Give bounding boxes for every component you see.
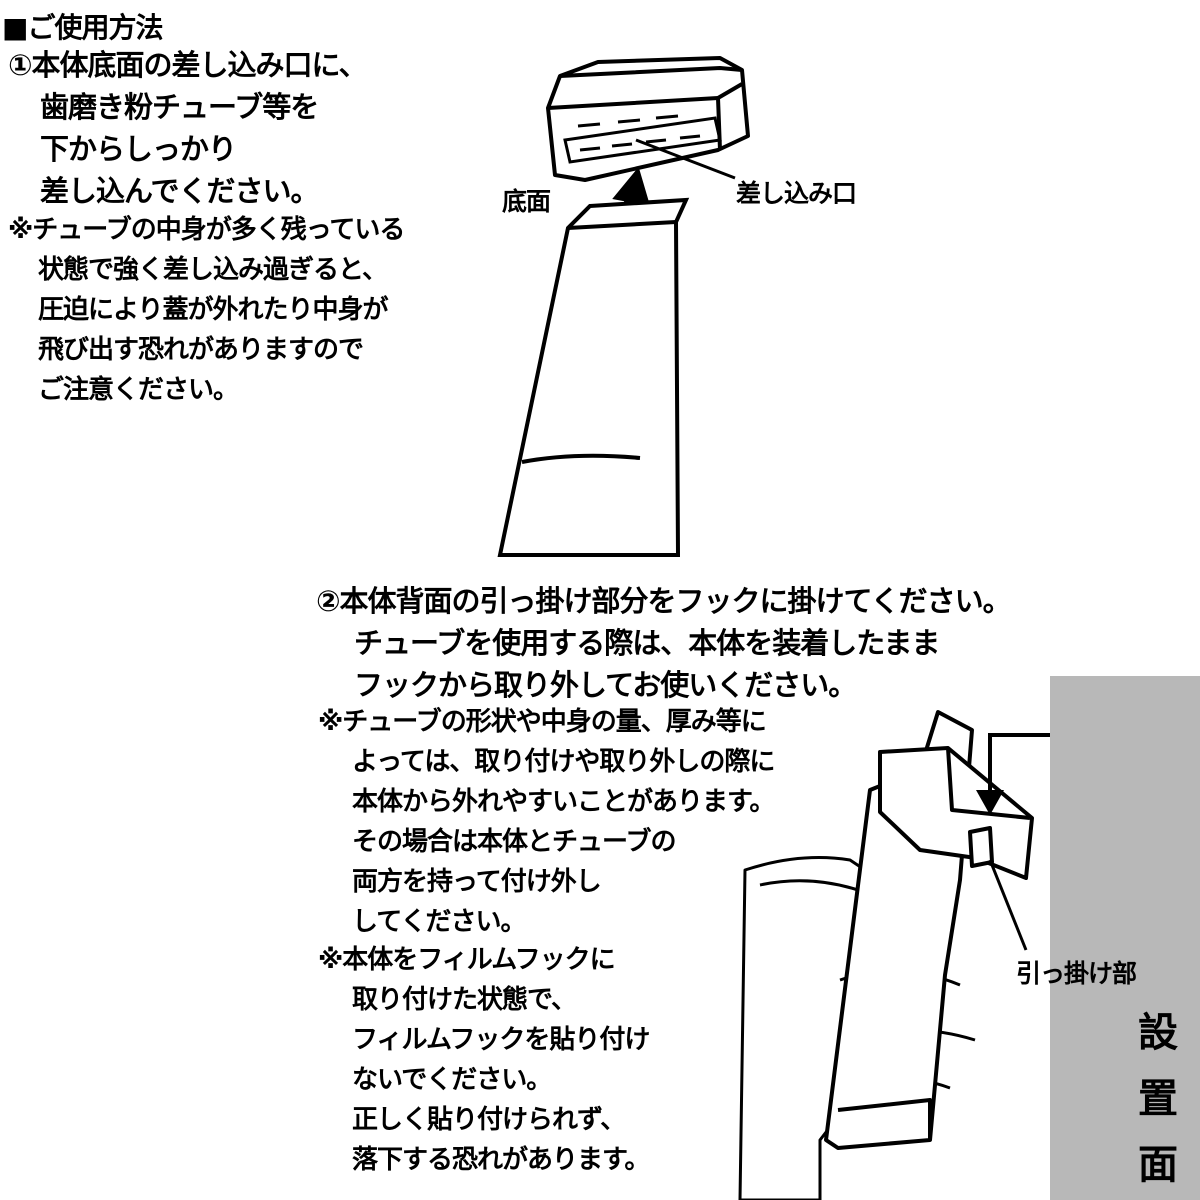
caution-line: フィルムフックを貼り付け bbox=[352, 1025, 650, 1055]
caution-line: してください。 bbox=[352, 907, 526, 937]
step1-line: 下からしっかり bbox=[40, 132, 237, 166]
caution-line: よっては、取り付けや取り外しの際に bbox=[352, 747, 775, 777]
wall-label: 設 置 面 bbox=[1128, 1000, 1188, 1198]
slot-leader-line bbox=[635, 138, 736, 180]
step1-line: ①本体底面の差し込み口に、 bbox=[8, 48, 368, 82]
caution-line: 本体から外れやすいことがあります。 bbox=[352, 787, 775, 817]
caution-line: 圧迫により蓋が外れたり中身が bbox=[38, 295, 388, 325]
wall-label-char: 置 bbox=[1138, 1076, 1178, 1122]
caution-line: ※チューブの中身が多く残っている bbox=[8, 215, 405, 245]
page-title: ■ご使用方法 bbox=[2, 11, 163, 44]
caution-line: その場合は本体とチューブの bbox=[352, 827, 676, 857]
step2-line: ②本体背面の引っ掛け部分をフックに掛けてください。 bbox=[316, 584, 1012, 618]
caution-line: ないでください。 bbox=[352, 1065, 552, 1095]
caution-line: 飛び出す恐れがありますので bbox=[38, 335, 364, 365]
caution-line: 取り付けた状態で、 bbox=[352, 985, 577, 1015]
step2-line: チューブを使用する際は、本体を装着したまま bbox=[354, 626, 940, 660]
tube-in-holder-illustration bbox=[824, 710, 1034, 1150]
step2-instructions: ②本体背面の引っ掛け部分をフックに掛けてください。 チューブを使用する際は、本体… bbox=[316, 580, 1012, 706]
caution-line: ご注意ください。 bbox=[38, 375, 239, 405]
caution-line: 正しく貼り付けられず、 bbox=[352, 1105, 626, 1135]
step1-line: 差し込んでください。 bbox=[40, 174, 320, 208]
wall-surface bbox=[1050, 676, 1200, 1200]
step2-line: フックから取り外してお使いください。 bbox=[354, 668, 857, 702]
wall-label-char: 設 bbox=[1138, 1010, 1178, 1056]
caution-line: ※チューブの形状や中身の量、厚み等に bbox=[318, 707, 767, 737]
hook-leader-line bbox=[988, 859, 1028, 951]
caution-line: ※本体をフィルムフックに bbox=[318, 945, 616, 975]
hook-part-label: 引っ掛け部 bbox=[1016, 959, 1137, 988]
step2-caution-1: ※チューブの形状や中身の量、厚み等に よっては、取り付けや取り外しの際に 本体か… bbox=[318, 702, 775, 942]
tube-illustration bbox=[497, 197, 690, 557]
slot-label: 差し込み口 bbox=[736, 179, 857, 208]
caution-line: 両方を持って付け外し bbox=[352, 867, 602, 897]
step1-instructions: ①本体底面の差し込み口に、 歯磨き粉チューブ等を 下からしっかり 差し込んでくだ… bbox=[8, 44, 368, 212]
caution-line: 状態で強く差し込み過ぎると、 bbox=[38, 255, 388, 285]
caution-line: 落下する恐れがあります。 bbox=[352, 1145, 650, 1175]
step1-line: 歯磨き粉チューブ等を bbox=[40, 90, 319, 124]
wall-label-char: 面 bbox=[1138, 1142, 1178, 1188]
step2-caution-2: ※本体をフィルムフックに 取り付けた状態で、 フィルムフックを貼り付け ないでく… bbox=[318, 940, 650, 1180]
arrow-down-icon bbox=[976, 790, 1004, 815]
step1-caution: ※チューブの中身が多く残っている 状態で強く差し込み過ぎると、 圧迫により蓋が外… bbox=[8, 210, 405, 410]
bottom-label: 底面 bbox=[502, 187, 551, 216]
slot-illustration bbox=[563, 114, 722, 164]
